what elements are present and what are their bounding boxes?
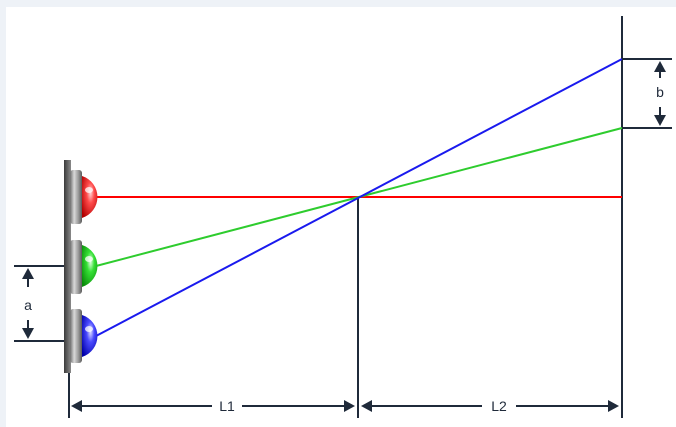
blue-beam (95, 58, 623, 337)
l2-dimension (361, 400, 619, 412)
a-dimension-arrows (22, 268, 34, 339)
b-dimension-arrows (654, 61, 666, 126)
b-label: b (656, 84, 664, 100)
led-red-icon (64, 160, 98, 234)
l1-label: L1 (219, 398, 235, 414)
a-label: a (24, 297, 32, 313)
l1-dimension (71, 400, 355, 412)
led-blue-icon (64, 299, 98, 373)
led-green-icon (64, 230, 98, 304)
l2-label: L2 (491, 398, 507, 414)
